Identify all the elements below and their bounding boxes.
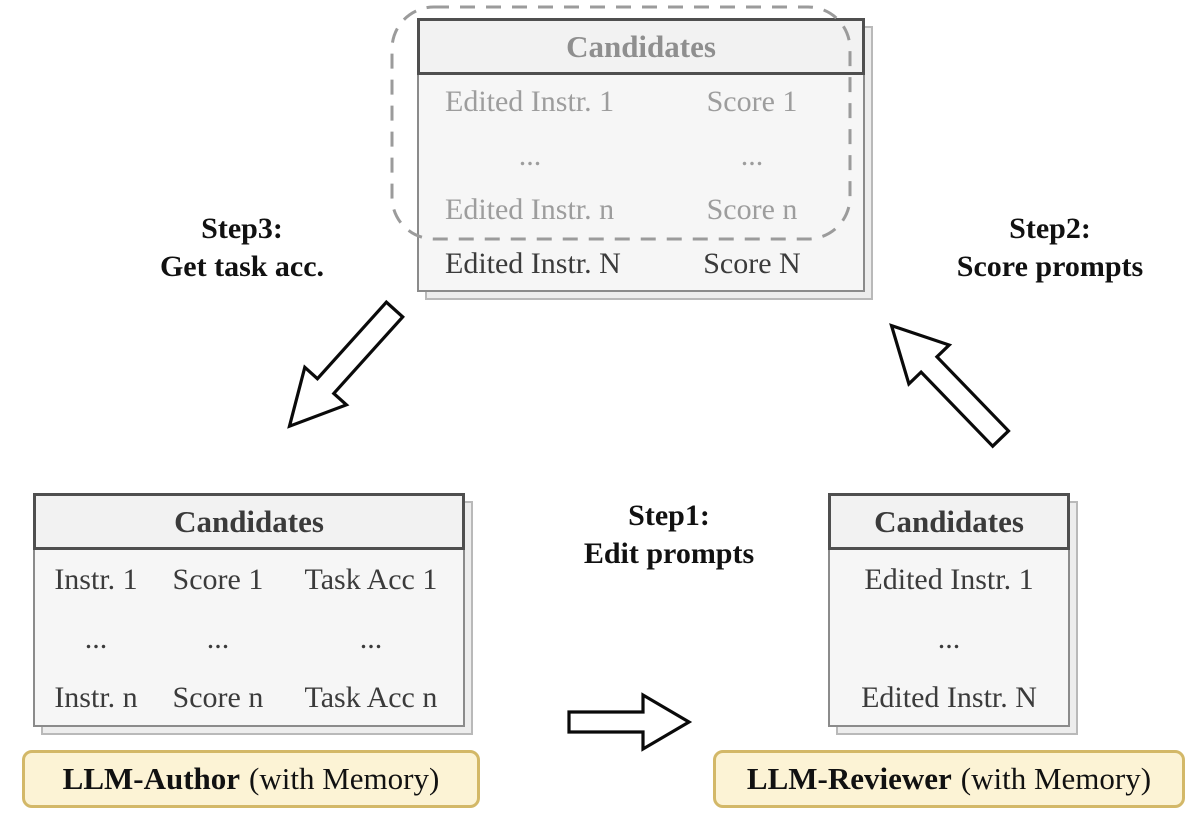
step3-subtitle: Get task acc. xyxy=(159,250,325,283)
candidates-table-reviewer: Candidates Edited Instr. 1 ... Edited In… xyxy=(828,493,1078,735)
table-cell: Task Acc n xyxy=(304,680,438,714)
table-rows: Edited Instr. 1 ... Edited Instr. N xyxy=(830,550,1068,727)
table-box: Candidates Instr. 1 Score 1 Task Acc 1 .… xyxy=(33,493,465,727)
candidates-table-top: Candidates Edited Instr. 1 Score 1 ... .… xyxy=(417,18,873,300)
arrow-down-left-icon xyxy=(287,299,405,429)
arrow-right-icon xyxy=(567,692,693,752)
step2-subtitle: Score prompts xyxy=(956,250,1144,283)
llm-reviewer-note: (with Memory) xyxy=(960,761,1152,796)
table-rows: Instr. 1 Score 1 Task Acc 1 ... ... ... … xyxy=(35,550,463,727)
table-cell: Edited Instr. 1 xyxy=(864,562,1034,596)
table-box: Candidates Edited Instr. 1 Score 1 ... .… xyxy=(417,18,865,292)
table-cell: ... xyxy=(740,139,764,172)
table-cell: Task Acc 1 xyxy=(304,562,438,596)
table-title: Candidates xyxy=(417,18,865,75)
step2-title: Step2: xyxy=(1009,212,1091,245)
table-title: Candidates xyxy=(33,493,465,550)
table-cell: ... xyxy=(359,621,383,655)
table-cell: Score N xyxy=(703,247,801,280)
table-cell: ... xyxy=(206,621,230,655)
llm-reviewer-label: LLM-Reviewer (with Memory) xyxy=(713,750,1185,808)
table-cell: ... xyxy=(937,621,961,655)
table-rows: Edited Instr. 1 Score 1 ... ... Edited I… xyxy=(419,75,863,291)
table-cell: Edited Instr. N xyxy=(861,680,1037,714)
step1-label: Step1: Edit prompts xyxy=(584,497,754,573)
table-cell: Edited Instr. N xyxy=(445,247,621,280)
table-cell: Instr. n xyxy=(54,680,138,714)
table-cell: Edited Instr. n xyxy=(445,193,615,226)
table-cell: Score n xyxy=(172,680,264,714)
table-box: Candidates Edited Instr. 1 ... Edited In… xyxy=(828,493,1070,727)
table-cell: ... xyxy=(84,621,108,655)
llm-author-note: (with Memory) xyxy=(249,761,440,796)
arrow-up-right-icon xyxy=(889,323,1011,449)
llm-author-name: LLM-Author xyxy=(62,761,241,796)
llm-reviewer-name: LLM-Reviewer xyxy=(746,761,952,796)
step3-label: Step3: Get task acc. xyxy=(160,210,324,286)
table-cell: Instr. 1 xyxy=(54,562,138,596)
step2-label: Step2: Score prompts xyxy=(957,210,1143,286)
llm-author-label: LLM-Author (with Memory) xyxy=(22,750,480,808)
step3-title: Step3: xyxy=(201,212,283,245)
candidates-table-author: Candidates Instr. 1 Score 1 Task Acc 1 .… xyxy=(33,493,473,735)
table-cell: ... xyxy=(518,139,542,172)
table-cell: Score 1 xyxy=(172,562,264,596)
table-cell: Edited Instr. 1 xyxy=(445,85,615,118)
table-cell: Score n xyxy=(706,193,798,226)
table-cell: Score 1 xyxy=(706,85,798,118)
step1-subtitle: Edit prompts xyxy=(583,537,755,570)
table-title: Candidates xyxy=(828,493,1070,550)
step1-title: Step1: xyxy=(628,499,710,532)
